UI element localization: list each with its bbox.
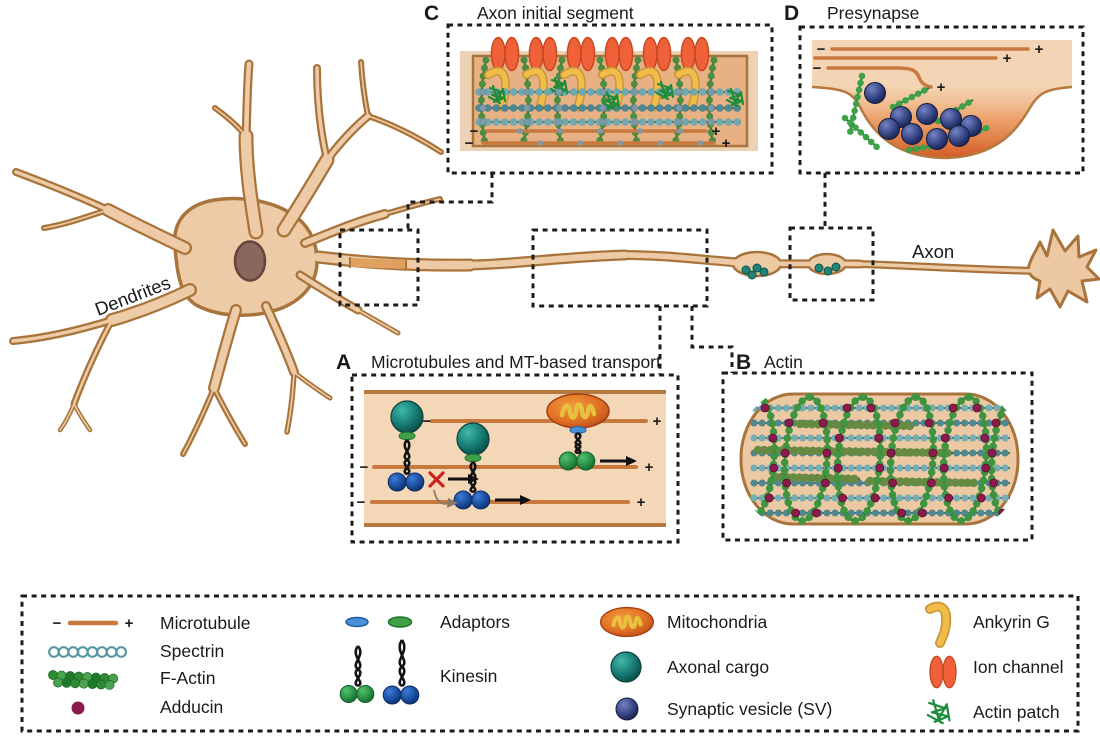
panel-d-letter: D <box>784 2 799 25</box>
plus-sign: + <box>125 615 134 632</box>
minus-sign: − <box>465 135 474 152</box>
plus-sign: + <box>1035 41 1044 58</box>
polarity-signs: −−−−−−−−+++++++++ <box>53 41 1044 632</box>
minus-sign: − <box>470 123 479 140</box>
panel-b-title: Actin <box>764 352 803 372</box>
mitochondria-icon <box>600 606 654 638</box>
axonal-cargo-icon <box>610 651 642 683</box>
legend <box>48 601 957 725</box>
bouton-zoom-box <box>788 226 875 302</box>
legend-label-axonal-cargo: Axonal cargo <box>667 657 769 677</box>
minus-sign: − <box>423 413 432 430</box>
panel-a-box <box>350 373 680 544</box>
legend-label-synaptic-vesicle: Synaptic vesicle (SV) <box>667 699 832 719</box>
f-actin-icon <box>48 670 119 690</box>
panel-d-title: Presynapse <box>827 3 919 23</box>
panel-d-illustration <box>811 40 1073 160</box>
plus-sign: + <box>722 135 731 152</box>
minus-sign: − <box>813 60 822 77</box>
actin-patches <box>487 76 745 111</box>
ais-zoom-box <box>338 228 420 307</box>
panel-a-title: Microtubules and MT-based transport <box>371 352 661 372</box>
presynapse-microtubules <box>813 47 1030 89</box>
panel-a-letter: A <box>336 351 351 374</box>
panel-b-box <box>721 371 1034 542</box>
adaptors-icon <box>345 616 413 628</box>
axon-initial-segment <box>349 257 407 270</box>
plus-sign: + <box>1003 50 1012 67</box>
panel-c-letter: C <box>424 2 439 25</box>
ais-actin-rings <box>477 56 718 148</box>
legend-label-mitochondria: Mitochondria <box>667 612 767 632</box>
bouton-vesicles <box>741 262 841 280</box>
ion-channel-icon <box>929 655 957 689</box>
kinesin-icon <box>339 639 420 705</box>
cargo-and-motors <box>387 393 637 510</box>
dendrites-fill <box>11 61 442 455</box>
plus-sign: + <box>637 494 646 511</box>
legend-label-adducin: Adducin <box>160 697 223 717</box>
legend-box <box>20 594 1080 733</box>
panel-c-box <box>446 23 774 175</box>
synaptic-vesicles <box>864 82 982 150</box>
plus-sign: + <box>937 79 946 96</box>
ankyrin-g-icon <box>925 601 952 648</box>
legend-label-adaptors: Adaptors <box>440 612 510 632</box>
panel-b-illustration <box>737 392 1022 526</box>
legend-label-microtubule: Microtubule <box>160 613 250 633</box>
panel-b-letter: B <box>736 351 751 374</box>
growth-cone <box>1026 228 1100 309</box>
minus-sign: − <box>360 459 369 476</box>
ion-channels-row <box>483 36 710 112</box>
legend-label-f-actin: F-Actin <box>160 668 215 688</box>
minus-sign: − <box>817 41 826 58</box>
plus-sign: + <box>653 413 662 430</box>
panel-c-title: Axon initial segment <box>477 3 634 23</box>
legend-label-spectrin: Spectrin <box>160 641 224 661</box>
connector-c <box>406 173 494 230</box>
legend-label-actin-patch: Actin patch <box>973 702 1060 722</box>
movement-marks <box>428 471 458 508</box>
adducin-icon <box>71 701 85 715</box>
junction-dots <box>479 88 715 146</box>
presynapse-membrane <box>811 85 1073 160</box>
dashed-boxes <box>20 23 1085 733</box>
mid-axon-zoom-box <box>531 228 709 308</box>
panel-d-box <box>798 25 1085 175</box>
panel-c-illustration <box>460 36 758 151</box>
spectrin-icon <box>48 646 128 658</box>
nucleus <box>233 240 267 282</box>
minus-sign: − <box>53 615 62 632</box>
neuron-diagram <box>9 59 1100 457</box>
legend-label-ion-channel: Ion channel <box>973 657 1064 677</box>
minus-sign: − <box>357 494 366 511</box>
actin-patch-icon <box>926 699 951 725</box>
connector-b <box>690 306 734 373</box>
legend-label-kinesin: Kinesin <box>440 666 497 686</box>
plus-sign: + <box>712 123 721 140</box>
legend-label-ankyrin-g: Ankyrin G <box>973 612 1050 632</box>
axon-label: Axon <box>912 241 954 262</box>
ais-microtubules <box>481 129 716 145</box>
synaptic-vesicle-icon <box>615 697 639 721</box>
plus-sign: + <box>645 459 654 476</box>
panel-a-illustration <box>364 390 666 527</box>
